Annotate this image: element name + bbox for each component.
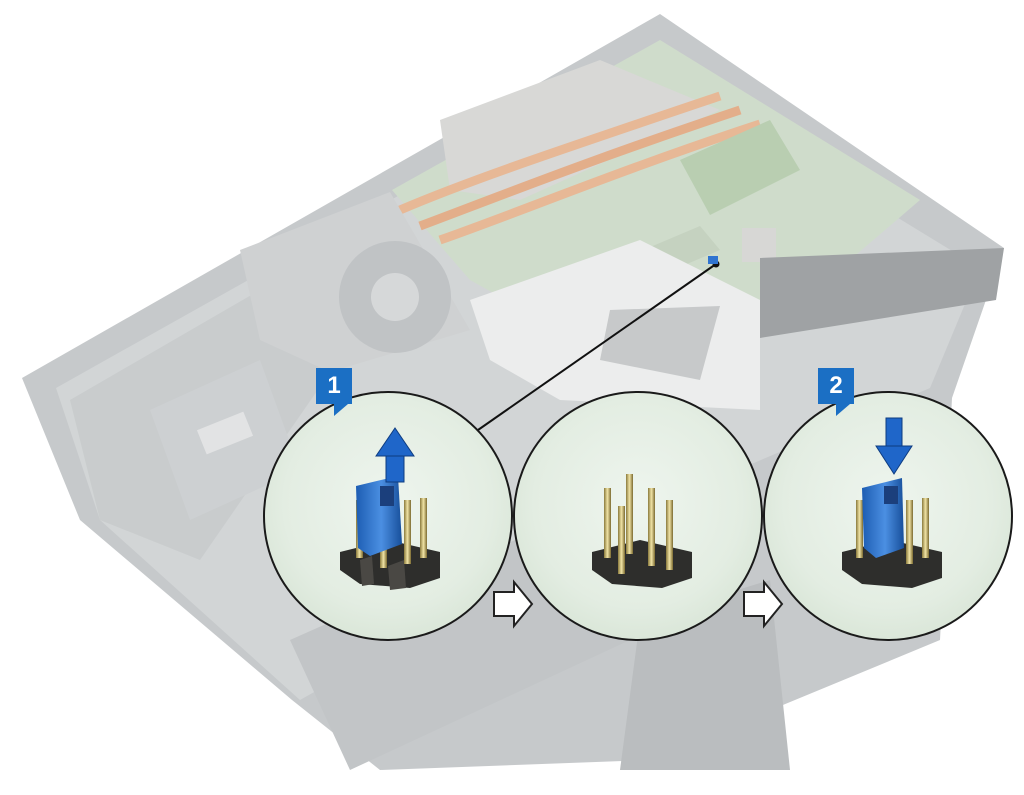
header-pin [906, 500, 913, 564]
pin-header-bare [592, 474, 692, 588]
header-pin [626, 474, 633, 554]
speaker-grille [760, 248, 1004, 338]
heat-pipe-2 [418, 105, 742, 231]
header-pin [404, 500, 411, 564]
header-pin [604, 488, 611, 558]
arrow-right-outline-icon [493, 579, 534, 629]
jumper-location [477, 256, 720, 431]
wireless-card [742, 228, 776, 262]
header-pin [922, 498, 929, 558]
header-pin [856, 500, 863, 558]
header-pin [420, 498, 427, 558]
heat-pipe-3 [438, 119, 762, 245]
jumper-cap-lifted [356, 476, 402, 556]
jumper-cap-seated [862, 478, 904, 558]
header-pin [666, 500, 673, 570]
arrow-up-icon [375, 427, 415, 483]
step-1-callout: 1 [316, 368, 352, 416]
pin-header-step1 [340, 476, 440, 590]
heat-pipe-1 [398, 91, 722, 215]
arrow-right-outline-icon [743, 579, 784, 629]
header-pin [648, 488, 655, 566]
magnifier-pins [513, 391, 763, 641]
magnifier-step2 [763, 391, 1013, 641]
hard-drive [150, 360, 300, 520]
memory-module [680, 120, 800, 215]
computer-chassis [22, 14, 1004, 770]
step-2-callout: 2 [818, 368, 854, 416]
system-fan [240, 192, 470, 372]
header-pin [618, 506, 625, 574]
magnifier-step1 [263, 391, 513, 641]
arrow-down-icon [875, 417, 913, 475]
pin-header-step2 [842, 478, 942, 588]
